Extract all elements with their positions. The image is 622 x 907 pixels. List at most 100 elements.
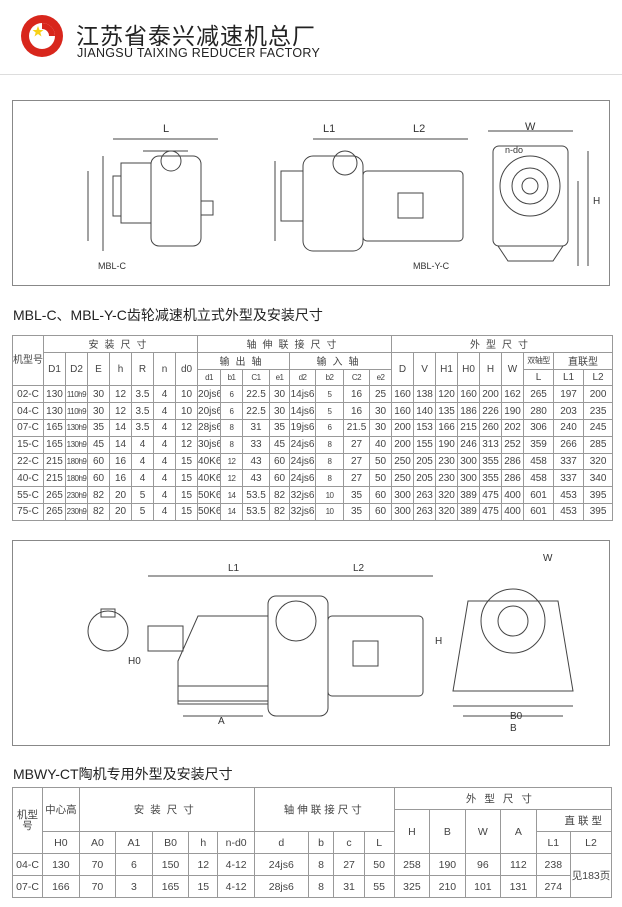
- table-cell: 337: [553, 452, 585, 471]
- header-model: 机型号: [11, 787, 44, 854]
- table-cell: 240: [553, 418, 585, 437]
- col-header: H: [393, 809, 431, 854]
- table-cell: 266: [553, 435, 585, 454]
- table-cell: 12: [220, 452, 244, 471]
- table-cell: 50K6: [197, 486, 222, 504]
- table-cell: 8: [220, 418, 244, 437]
- table-cell: 300: [457, 452, 481, 471]
- table-cell: 395: [583, 502, 614, 521]
- header-input-shaft: 输入轴: [289, 351, 393, 370]
- header: 江苏省泰兴减速机总厂 JIANGSU TAIXING REDUCER FACTO…: [0, 0, 622, 72]
- dim-W: W: [525, 121, 536, 133]
- col-header: H1: [435, 351, 459, 387]
- table-cell: 82: [269, 502, 291, 521]
- table-cell: 15: [174, 502, 199, 521]
- col-header: n-d0: [217, 831, 255, 854]
- table-cell: 320: [583, 452, 614, 471]
- table-cell: 50: [369, 469, 393, 488]
- table-cell: 35: [269, 418, 291, 437]
- table-cell: 30js6: [197, 435, 222, 454]
- table-cell: 313: [479, 435, 503, 454]
- table-cell: 45: [269, 435, 291, 454]
- table-cell: 75-C: [12, 502, 44, 521]
- dim-A: A: [218, 716, 225, 727]
- mbl-c-drawing: [87, 138, 218, 251]
- table-cell: 60: [87, 452, 110, 471]
- col-header-H0: H0: [42, 831, 80, 854]
- dim-L: L: [163, 123, 170, 135]
- header-direct: 直联型: [553, 351, 614, 370]
- col-header: R: [131, 351, 154, 387]
- table-cell: 286: [501, 469, 525, 488]
- table-cell: 280: [523, 402, 555, 420]
- table-cell: 3.5: [131, 385, 154, 404]
- table-cell: 245: [583, 418, 614, 437]
- table-cell: 24js6: [289, 469, 317, 488]
- header-shaft: 轴伸联接尺寸: [197, 335, 393, 353]
- label-mbl-y-c: MBL-Y-C: [413, 261, 450, 271]
- table-cell: 265: [523, 385, 555, 404]
- table-cell: 4: [153, 402, 176, 420]
- header-install: 安装尺寸: [78, 787, 255, 832]
- header-direct: 直联型: [535, 809, 613, 832]
- table-cell: 04-C: [11, 853, 44, 876]
- col-header: L1: [535, 831, 572, 854]
- table-cell: 475: [479, 502, 503, 521]
- table-cell: 160: [391, 402, 415, 420]
- col-header: H: [479, 351, 503, 387]
- table-cell: 15: [174, 486, 199, 504]
- table-cell: 15: [174, 469, 199, 488]
- table-cell: 458: [523, 469, 555, 488]
- drawing-mbl-c: MBL-C MBL-Y-C L L1 L2 W n-do H: [12, 100, 610, 286]
- table-cell: 186: [457, 402, 481, 420]
- table-cell: 355: [479, 452, 503, 471]
- table-cell: 8: [307, 875, 335, 898]
- col-header: A: [500, 809, 537, 854]
- col-header: b1: [220, 368, 244, 387]
- col-header: A0: [78, 831, 117, 854]
- table-cell: 205: [413, 469, 437, 488]
- mbwy-end-view: [452, 588, 574, 717]
- table-cell: 210: [429, 875, 466, 898]
- table-cell: 130: [43, 402, 66, 420]
- table-cell: 4: [153, 385, 176, 404]
- table-cell: 6: [115, 853, 153, 876]
- table-cell: 458: [523, 452, 555, 471]
- table-cell: 28js6: [253, 875, 309, 898]
- table-cell: 215: [457, 418, 481, 437]
- table-cell: 4: [131, 435, 154, 454]
- table-cell: 4: [153, 469, 176, 488]
- table-cell: 286: [501, 452, 525, 471]
- table-cell: 230: [435, 469, 459, 488]
- table-cell: 40K6: [197, 452, 222, 471]
- col-header: e2: [369, 368, 393, 387]
- table-cell: 250: [391, 469, 415, 488]
- table-cell: 162: [501, 385, 525, 404]
- col-header: d0: [174, 351, 199, 387]
- table-cell: 10: [174, 402, 199, 420]
- table-cell: 306: [523, 418, 555, 437]
- table-cell: 202: [501, 418, 525, 437]
- table-cell: 12: [109, 385, 132, 404]
- table-cell: 238: [535, 853, 572, 876]
- label-mbl-c: MBL-C: [98, 261, 127, 271]
- company-name-cn: 江苏省泰兴减速机总厂: [76, 24, 316, 50]
- dim-H0: H0: [128, 656, 141, 667]
- table-cell: 32js6: [289, 486, 317, 504]
- col-header: L: [523, 368, 555, 387]
- col-header: e1: [269, 368, 291, 387]
- table-cell: 601: [523, 486, 555, 504]
- table-cell: 07-C: [11, 875, 44, 898]
- see-page-note: 见183页: [570, 853, 612, 898]
- table-cell: 200: [391, 435, 415, 454]
- col-header: h: [188, 831, 219, 854]
- table-cell: 5: [131, 502, 154, 521]
- table-cell: 15-C: [12, 435, 44, 454]
- table-cell: 50K6: [197, 502, 222, 521]
- table-cell: 50: [369, 452, 393, 471]
- table-cell: 101: [464, 875, 502, 898]
